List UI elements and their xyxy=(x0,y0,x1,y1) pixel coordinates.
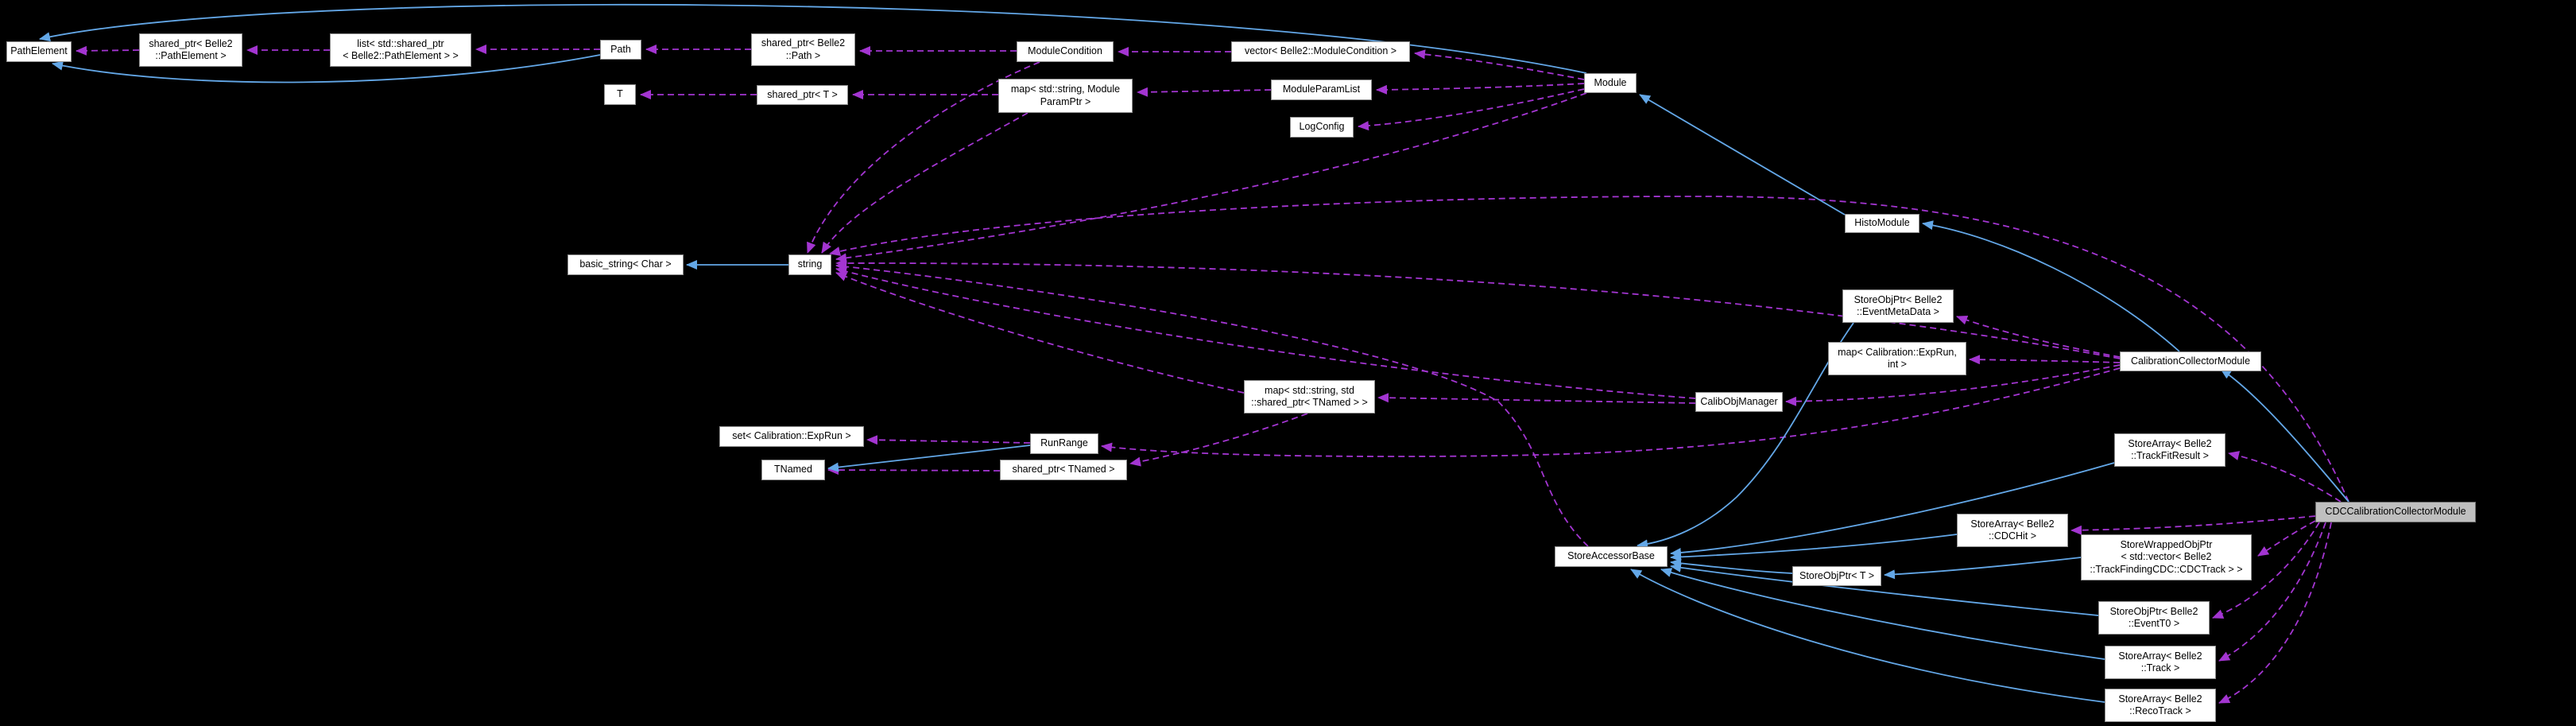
node-histomodule[interactable]: HistoModule xyxy=(1845,214,1919,233)
edge-sa_cdchit-sab xyxy=(1670,534,1958,562)
edge-sab-string xyxy=(835,262,1589,547)
node-module[interactable]: Module xyxy=(1584,73,1637,93)
node-cdc[interactable]: CDCCalibrationCollectorModule xyxy=(2315,502,2476,522)
edge-sa_trackfitresult-sab xyxy=(1670,462,2115,557)
node-sp_pathelement[interactable]: shared_ptr< Belle2 ::PathElement > xyxy=(139,33,242,67)
edge-sop_t-sab xyxy=(1670,558,1793,574)
edge-swop_cdctrack-sop_t xyxy=(1884,557,2082,580)
node-sop_eventmetadata[interactable]: StoreObjPtr< Belle2 ::EventMetaData > xyxy=(1842,289,1954,323)
node-pathelement[interactable]: PathElement xyxy=(6,41,72,62)
node-map_string_tnamed[interactable]: map< std::string, std ::shared_ptr< TNam… xyxy=(1244,380,1375,413)
edge-sa_recotrack-sab xyxy=(1630,569,2105,703)
edge-sa_track-sab xyxy=(1660,568,2105,660)
node-sop_eventt0[interactable]: StoreObjPtr< Belle2 ::EventT0 > xyxy=(2098,601,2210,635)
edge-path-pathelement xyxy=(52,54,601,83)
edge-runrange-set_exprun xyxy=(866,435,1031,445)
edge-map_string_tnamed-string xyxy=(835,272,1245,394)
edge-sp_tnamed-tnamed xyxy=(827,465,1001,476)
edge-sp_pathelement-pathelement xyxy=(76,45,140,56)
edge-ccm-calibobjmanager xyxy=(1785,364,2121,406)
node-sp_t[interactable]: shared_ptr< T > xyxy=(757,85,848,105)
node-sa_cdchit[interactable]: StoreArray< Belle2 ::CDCHit > xyxy=(1957,514,2068,547)
node-vec_modulecondition[interactable]: vector< Belle2::ModuleCondition > xyxy=(1231,41,1410,62)
node-list_sp_pathelement[interactable]: list< std::shared_ptr < Belle2::PathElem… xyxy=(330,33,471,67)
edge-cdc-sop_eventt0 xyxy=(2212,522,2320,619)
edge-ccm-string xyxy=(835,258,2121,359)
edge-map_moduleparamptr-string xyxy=(821,112,1028,254)
edge-ccm-map_exprun_int xyxy=(1969,355,2121,365)
node-path[interactable]: Path xyxy=(600,40,641,60)
node-runrange[interactable]: RunRange xyxy=(1030,433,1098,454)
edge-runrange-tnamed xyxy=(827,445,1031,472)
edge-module-logconfig xyxy=(1358,88,1585,131)
edge-cdc-sa_recotrack xyxy=(2218,522,2332,704)
edge-module-vec_modulecondition xyxy=(1414,49,1585,80)
node-map_moduleparamptr[interactable]: map< std::string, Module ParamPtr > xyxy=(998,79,1133,113)
edge-cdc-ccm xyxy=(2220,368,2349,503)
edge-cdc-string xyxy=(829,196,2349,503)
edge-moduleparamlist-map_moduleparamptr xyxy=(1137,87,1272,97)
node-set_exprun[interactable]: set< Calibration::ExpRun > xyxy=(719,426,864,447)
edge-ccm-histomodule xyxy=(1922,220,2180,352)
edge-map_string_tnamed-sp_tnamed xyxy=(1129,413,1308,467)
edge-module-pathelement xyxy=(39,4,1587,74)
node-logconfig[interactable]: LogConfig xyxy=(1290,117,1354,138)
edge-cdc-sa_track xyxy=(2218,522,2326,662)
node-sp_tnamed[interactable]: shared_ptr< TNamed > xyxy=(1000,460,1127,480)
node-ccm[interactable]: CalibrationCollectorModule xyxy=(2120,351,2261,371)
node-basic_string[interactable]: basic_string< Char > xyxy=(567,254,684,275)
node-t[interactable]: T xyxy=(604,84,636,105)
node-sab[interactable]: StoreAccessorBase xyxy=(1555,546,1668,567)
edge-ccm-sop_eventmetadata xyxy=(1956,315,2121,358)
edge-sop_eventmetadata-sab xyxy=(1637,322,1854,549)
edge-ccm-runrange xyxy=(1101,367,2121,457)
node-string[interactable]: string xyxy=(788,254,831,275)
node-map_exprun_int[interactable]: map< Calibration::ExpRun, int > xyxy=(1828,342,1966,375)
node-tnamed[interactable]: TNamed xyxy=(761,460,825,480)
edge-module-moduleparamlist xyxy=(1376,83,1585,95)
node-sa_recotrack[interactable]: StoreArray< Belle2 ::RecoTrack > xyxy=(2105,689,2216,722)
edge-module-string xyxy=(835,92,1587,263)
edge-histomodule-module xyxy=(1639,94,1846,215)
node-moduleparamlist[interactable]: ModuleParamList xyxy=(1271,80,1372,100)
edge-calibobjmanager-map_string_tnamed xyxy=(1377,393,1696,404)
node-sa_trackfitresult[interactable]: StoreArray< Belle2 ::TrackFitResult > xyxy=(2114,433,2225,467)
node-sop_t[interactable]: StoreObjPtr< T > xyxy=(1792,566,1881,586)
edge-calibobjmanager-string xyxy=(835,266,1696,399)
node-sp_path[interactable]: shared_ptr< Belle2 ::Path > xyxy=(751,33,855,66)
node-swop_cdctrack[interactable]: StoreWrappedObjPtr < std::vector< Belle2… xyxy=(2081,534,2252,580)
node-calibobjmanager[interactable]: CalibObjManager xyxy=(1695,392,1783,412)
edge-sop_eventt0-sab xyxy=(1670,562,2099,616)
edge-cdc-sa_trackfitresult xyxy=(2228,451,2342,503)
edge-cdc-swop_cdctrack xyxy=(2257,520,2316,557)
node-sa_track[interactable]: StoreArray< Belle2 ::Track > xyxy=(2105,646,2216,679)
node-modulecondition[interactable]: ModuleCondition xyxy=(1017,41,1114,62)
edge-cdc-sa_cdchit xyxy=(2070,515,2316,535)
